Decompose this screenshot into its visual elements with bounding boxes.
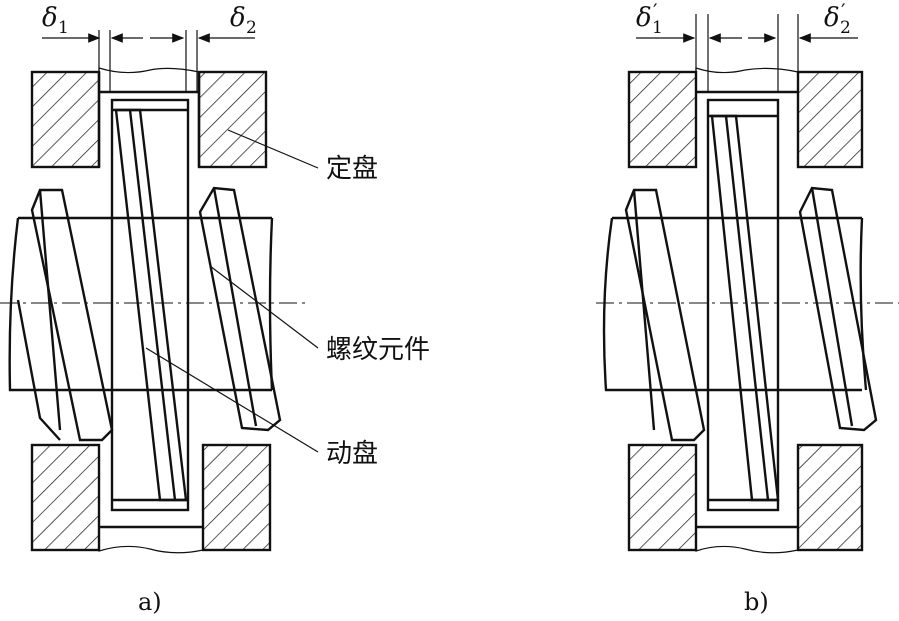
moving-disk-b <box>706 98 780 512</box>
caption-b: b) <box>744 588 769 616</box>
delta-2-prime-subscript: 2 <box>840 18 851 38</box>
delta-2-prime-mark: ′ <box>841 0 846 23</box>
delta-2-symbol: δ <box>230 3 246 33</box>
delta-1-subscript: 1 <box>58 18 69 38</box>
dimension-arrows-b <box>636 14 858 92</box>
fixed-disk-top-a <box>30 67 268 169</box>
dimension-arrows-a <box>42 30 255 92</box>
leader-screw-element <box>209 265 319 349</box>
leader-moving-disk <box>145 347 319 453</box>
panel-a: 定盘 螺纹元件 动盘 δ 1 δ 2 a) <box>0 3 430 616</box>
delta-1-prime-subscript: 1 <box>652 18 663 38</box>
moving-disk-a <box>110 98 190 512</box>
leader-fixed-disk <box>227 129 319 169</box>
delta-1-prime-symbol: δ <box>636 3 652 33</box>
panel-b: δ 1 ′ δ 2 ′ b) <box>596 0 899 616</box>
delta-1-prime-mark: ′ <box>653 0 658 23</box>
caption-a: a) <box>138 588 162 616</box>
delta-2-subscript: 2 <box>246 18 257 38</box>
fixed-disk-bottom-b <box>627 443 864 554</box>
screw-shaft-a <box>8 186 282 442</box>
fixed-disk-bottom-a <box>30 443 272 554</box>
fixed-disk-top-b <box>627 67 864 169</box>
label-fixed-disk: 定盘 <box>326 154 378 184</box>
delta-2-prime-symbol: δ <box>824 3 840 33</box>
delta-1-symbol: δ <box>42 3 58 33</box>
label-moving-disk: 动盘 <box>326 439 378 469</box>
screw-shaft-b <box>602 186 878 442</box>
label-screw-element: 螺纹元件 <box>326 335 430 365</box>
